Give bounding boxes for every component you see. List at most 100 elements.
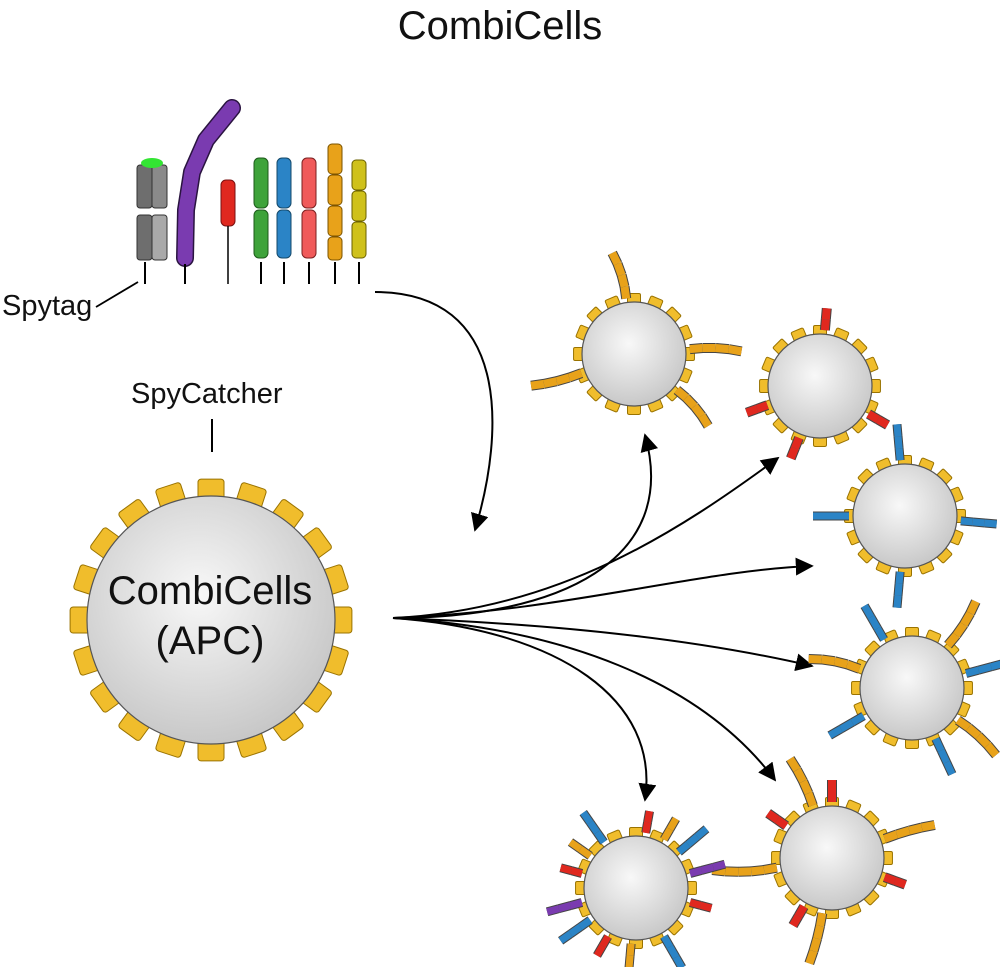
mhc-molecule (136, 158, 168, 284)
molecule-segment (975, 733, 991, 748)
apc-sphere (69, 478, 353, 762)
molecule-segment (626, 943, 635, 957)
molecule-segment (580, 810, 593, 825)
molecule-segment (557, 902, 572, 913)
cell-blue-orange (808, 599, 1000, 777)
molecule-segment (845, 660, 861, 673)
molecule-segment (644, 810, 653, 823)
arrow-icon (374, 291, 494, 532)
molecule-segment (867, 615, 881, 630)
arrow-icon (392, 456, 780, 619)
molecule-segment (727, 345, 743, 356)
molecule-segment (821, 307, 831, 320)
antigen-molecules (136, 99, 367, 284)
molecule-segment (689, 344, 704, 354)
molecule-segment (816, 912, 827, 927)
molecule-segment (893, 595, 902, 608)
spycatcher-label: SpyCatcher (131, 378, 283, 410)
molecule-segment (787, 446, 799, 460)
molecule-segment (530, 379, 545, 390)
apc-label-line2: (APC) (155, 619, 265, 663)
molecule-segment (578, 846, 593, 859)
salmon-molecule (301, 157, 317, 284)
arrow-icon (392, 617, 657, 802)
molecule-segment (712, 860, 726, 871)
molecule-segment (691, 403, 705, 419)
molecule-segment (578, 917, 593, 930)
molecule-segment (568, 839, 583, 852)
molecule-segment (932, 737, 945, 753)
molecule-segment (883, 873, 897, 885)
molecule-segment (972, 518, 986, 527)
molecule-segment (765, 809, 780, 823)
cell-sphere (583, 835, 689, 941)
molecule-segment (608, 251, 622, 266)
molecule-segment (700, 863, 715, 874)
molecule-segment (593, 944, 606, 958)
arrow-icon (392, 617, 814, 672)
blue-molecule (276, 157, 292, 284)
molecule-segment (666, 816, 680, 831)
molecule-segment (715, 344, 730, 354)
molecule-segment (666, 945, 680, 960)
fan-arrows (392, 433, 814, 802)
molecule-segment (876, 416, 890, 429)
molecule-segment (558, 931, 573, 944)
molecule-segment (689, 899, 702, 909)
molecule-segment (555, 373, 571, 386)
cell-sphere (852, 463, 958, 569)
molecule-segment (567, 369, 583, 382)
molecule-segment (833, 657, 849, 669)
molecule-segment (620, 286, 631, 300)
molecule-segment (820, 318, 830, 331)
cell-red (744, 307, 891, 461)
small-cells (530, 250, 1000, 967)
arrow-icon (392, 433, 659, 619)
molecule-segment (894, 583, 903, 597)
cell-multicolor (545, 810, 727, 967)
molecule-segment (965, 724, 982, 739)
molecule-segment (895, 826, 911, 839)
molecule-segment (569, 899, 583, 909)
molecule-segment (568, 924, 583, 937)
molecule-segment (984, 519, 997, 528)
orange-molecule (327, 143, 343, 284)
molecule-segment (937, 749, 950, 764)
molecule-segment (660, 934, 674, 949)
molecule-segment (850, 712, 866, 726)
molecule-segment (689, 867, 703, 877)
molecule-segment (617, 274, 629, 288)
molecule-segment (546, 905, 560, 916)
apc-cell (69, 478, 353, 762)
molecule-segment (594, 830, 607, 845)
molecule-segment (683, 394, 698, 410)
molecule-segment (960, 517, 974, 526)
molecule-segment (977, 663, 993, 674)
molecule-segment (960, 611, 974, 627)
molecule-segment (955, 716, 971, 731)
molecule-segment (813, 925, 824, 940)
molecule-segment (827, 725, 843, 739)
molecule-segment (791, 436, 803, 450)
molecule-segment (672, 955, 686, 967)
cell-sphere (767, 333, 873, 439)
molecule-segment (793, 767, 807, 784)
molecule-segment (676, 841, 691, 855)
apc-label-line1: CombiCells (107, 569, 313, 613)
purple-molecule (176, 99, 241, 284)
molecule-segment (685, 833, 700, 847)
red-molecule (220, 179, 236, 284)
cell-sphere (859, 635, 965, 741)
cell-mixed-orange-red (711, 756, 936, 966)
molecule-segment (613, 262, 626, 277)
molecule-segment (695, 826, 709, 840)
molecule-segment (883, 830, 899, 843)
molecule-segment (895, 447, 904, 461)
page-title: CombiCells (397, 4, 603, 48)
molecule-segment (965, 666, 980, 677)
molecule-segment (861, 603, 875, 619)
molecule-segment (804, 791, 817, 807)
green-molecule (253, 157, 269, 284)
